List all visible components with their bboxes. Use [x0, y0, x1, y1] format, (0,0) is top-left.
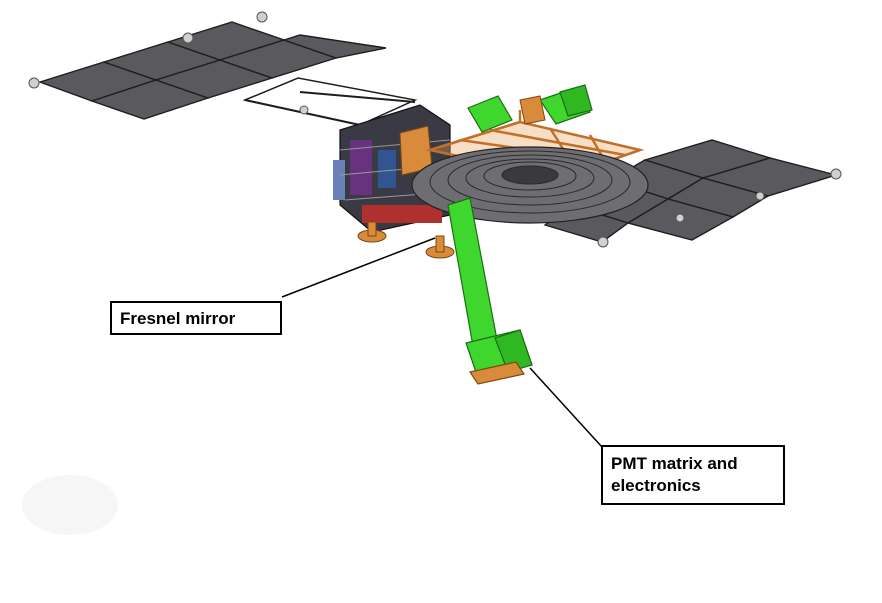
- left-solar-array: [37, 21, 418, 126]
- fresnel-mirror-disc: [411, 146, 649, 224]
- pmt-leader-line: [529, 367, 603, 448]
- pmt-matrix-label: PMT matrix and electronics: [601, 445, 785, 505]
- pmt-boom: [447, 197, 533, 385]
- fresnel-mirror-label: Fresnel mirror: [110, 301, 282, 335]
- green-components: [467, 84, 593, 133]
- fresnel-leader-line: [281, 237, 436, 298]
